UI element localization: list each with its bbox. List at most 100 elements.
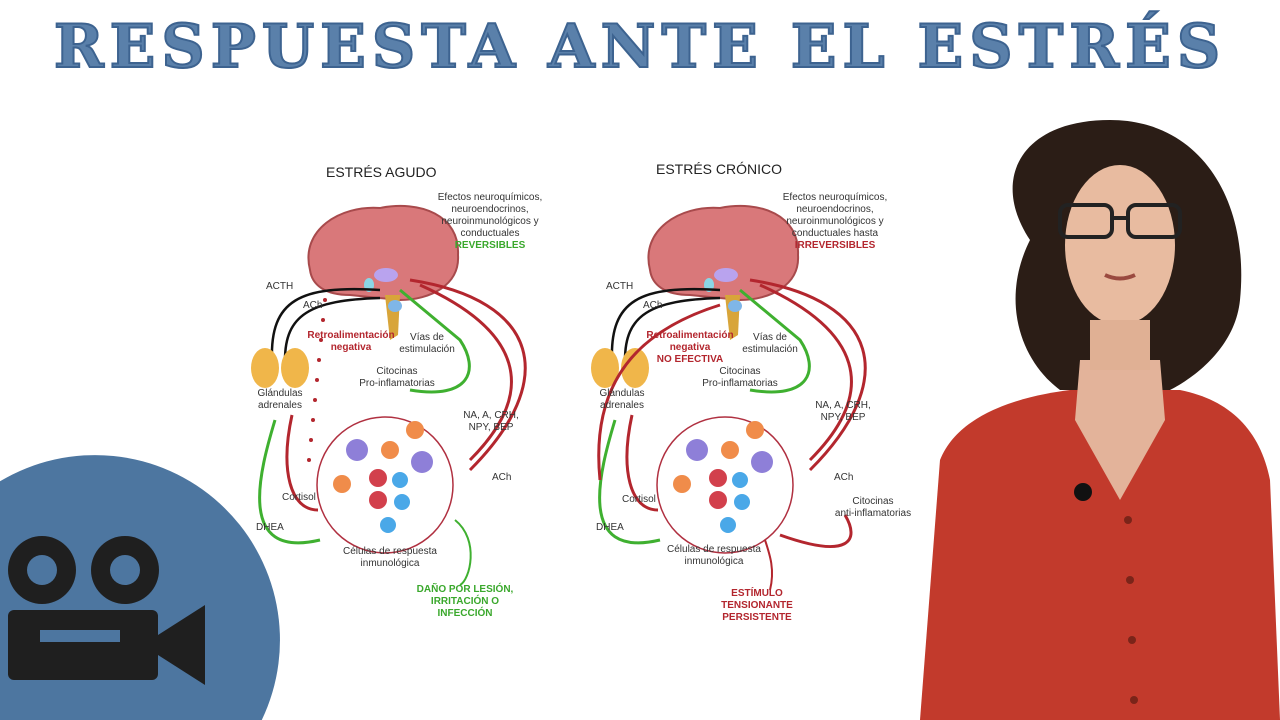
red-arrow — [409, 278, 527, 472]
effects-line: Efectos neuroquímicos, — [782, 192, 888, 203]
feedback-line: Retroalimentación — [307, 330, 395, 341]
feedback-line: negativa — [330, 342, 372, 353]
locus-coeruleus — [388, 300, 402, 312]
green-arrow — [258, 419, 321, 545]
feedback-dot — [313, 398, 317, 402]
effects-line: Efectos neuroquímicos, — [437, 192, 543, 203]
diagram-chronic — [591, 204, 867, 591]
microphone — [1074, 483, 1092, 501]
anti-cytokines-line: anti-inflamatorias — [834, 508, 912, 519]
mediators-line: NPY, BEP — [820, 412, 866, 423]
locus-coeruleus — [728, 300, 742, 312]
effects-line: neuroendocrinos, — [796, 204, 874, 215]
acth-label: ACTH — [606, 281, 634, 292]
feedback-line: negativa — [669, 342, 711, 353]
feedback-dot — [319, 338, 323, 342]
effects-state: REVERSIBLES — [454, 240, 526, 251]
feedback-dot — [311, 418, 315, 422]
adrenal-glands — [591, 348, 649, 388]
immune-cells — [673, 421, 773, 533]
hypothalamus — [374, 268, 398, 282]
glands-line: Glándulas — [257, 388, 303, 399]
pathways-line: estimulación — [399, 344, 455, 355]
ach-label: ACh — [303, 300, 323, 311]
brain — [647, 204, 800, 302]
red-arrow — [764, 539, 774, 591]
dhea-label: DHEA — [256, 522, 284, 533]
cytokines-line: Pro-inflamatorias — [359, 378, 435, 389]
diagram-acute — [251, 204, 527, 586]
pathways-line: Vías de — [753, 332, 787, 343]
cells-line: Células de respuesta — [343, 546, 437, 557]
effects-line: conductuales — [460, 228, 520, 239]
ach-label: ACh — [643, 300, 663, 311]
cells-line: inmunológica — [684, 556, 744, 567]
green-arrow — [399, 288, 471, 394]
feedback-line: Retroalimentación — [646, 330, 734, 341]
effects-state: IRREVERSIBLES — [794, 240, 876, 251]
page-title: RESPUESTA ANTE EL ESTRÉS — [53, 11, 1227, 83]
green-arrow — [598, 419, 661, 545]
cytokines-line: Citocinas — [719, 366, 761, 377]
anti-cytokines-line: Citocinas — [852, 496, 894, 507]
red-arrow — [597, 303, 721, 481]
diagram-heading: ESTRÉS AGUDO — [326, 164, 437, 180]
cortisol-label: Cortisol — [282, 492, 316, 503]
hypothalamus — [714, 268, 738, 282]
dhea-label: DHEA — [596, 522, 624, 533]
effects-line: neuroinmunológicos y — [441, 216, 539, 227]
trigger-line: TENSIONANTE — [721, 600, 793, 611]
red-arrow — [779, 514, 853, 548]
effects-line: conductuales hasta — [791, 228, 879, 239]
ach-label: ACh — [834, 472, 854, 483]
black-arrow — [283, 296, 381, 361]
diagram-heading: ESTRÉS CRÓNICO — [656, 161, 783, 177]
cytokines-line: Citocinas — [376, 366, 418, 377]
glands-line: adrenales — [600, 400, 644, 411]
glands-line: Glándulas — [599, 388, 645, 399]
feedback-dot — [323, 298, 327, 302]
immune-cells-circle — [656, 416, 794, 554]
video-camera-icon — [8, 536, 205, 685]
cells-line: inmunológica — [360, 558, 420, 569]
presenter — [920, 120, 1280, 720]
black-arrow — [610, 287, 721, 361]
effects-line: neuroendocrinos, — [451, 204, 529, 215]
trigger-line: IRRITACIÓN O — [430, 596, 500, 607]
pathways-line: estimulación — [742, 344, 798, 355]
pathways-line: Vías de — [410, 332, 444, 343]
glands-line: adrenales — [258, 400, 302, 411]
black-arrow — [623, 296, 721, 361]
red-arrow — [749, 278, 867, 472]
feedback-dot — [315, 378, 319, 382]
feedback-line: NO EFECTIVA — [656, 354, 724, 365]
red-arrow — [285, 414, 319, 512]
cytokines-line: Pro-inflamatorias — [702, 378, 778, 389]
trigger-line: INFECCIÓN — [437, 608, 493, 619]
green-arrow — [739, 288, 811, 394]
feedback-dot — [317, 358, 321, 362]
brain — [307, 204, 460, 302]
black-arrow — [270, 287, 381, 361]
acth-label: ACTH — [266, 281, 294, 292]
red-arrow — [419, 283, 513, 462]
trigger-line: PERSISTENTE — [722, 612, 792, 623]
cortisol-label: Cortisol — [622, 494, 656, 505]
green-arrow — [454, 519, 472, 586]
trigger-line: DAÑO POR LESIÓN, — [416, 584, 514, 595]
mediators-line: NA, A, CRH, — [463, 410, 519, 421]
cells-line: Células de respuesta — [667, 544, 761, 555]
adrenal-glands — [251, 348, 309, 388]
feedback-dot — [321, 318, 325, 322]
feedback-dot — [309, 438, 313, 442]
feedback-dot — [307, 458, 311, 462]
ach-label: ACh — [492, 472, 512, 483]
mediators-line: NA, A, CRH, — [815, 400, 871, 411]
red-arrow — [759, 283, 853, 462]
red-arrow — [625, 414, 659, 512]
immune-cells — [333, 421, 433, 533]
immune-cells-circle — [316, 416, 454, 554]
effects-line: neuroinmunológicos y — [786, 216, 884, 227]
mediators-line: NPY, BEP — [468, 422, 514, 433]
